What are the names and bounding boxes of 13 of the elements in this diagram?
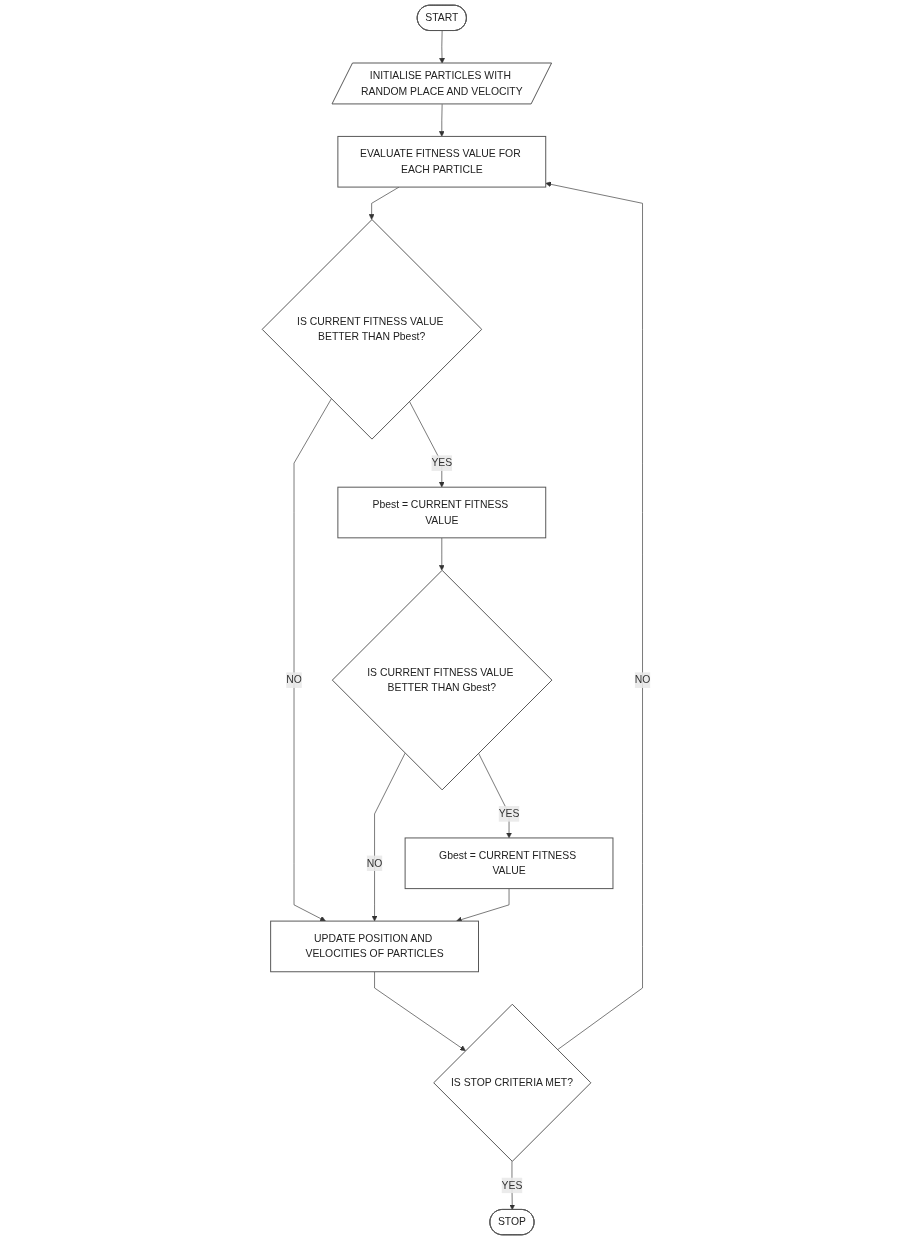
edge-label: NO: [285, 674, 302, 686]
node-diamond: IS CURRENT FITNESS VALUE BETTER THAN Pbest?: [261, 219, 482, 440]
node-box: UPDATE POSITION AND VELOCITIES OF PARTICLES: [269, 920, 479, 973]
edge-label: NO: [634, 674, 651, 686]
node-diamond: IS CURRENT FITNESS VALUE BETTER THAN Gbest?: [331, 569, 553, 791]
node-box: Pbest = CURRENT FITNESS VALUE: [337, 486, 546, 539]
edge-label: YES: [431, 457, 452, 469]
node-box: EVALUATE FITNESS VALUE FOR EACH PARTICLE: [337, 135, 546, 188]
edge-label: YES: [501, 1179, 523, 1191]
edge-label: NO: [366, 857, 383, 869]
node-box: Gbest = CURRENT FITNESS VALUE: [404, 837, 614, 890]
edge-label: YES: [498, 808, 520, 820]
node-diamond: IS STOP CRITERIA MET?: [432, 1003, 592, 1162]
